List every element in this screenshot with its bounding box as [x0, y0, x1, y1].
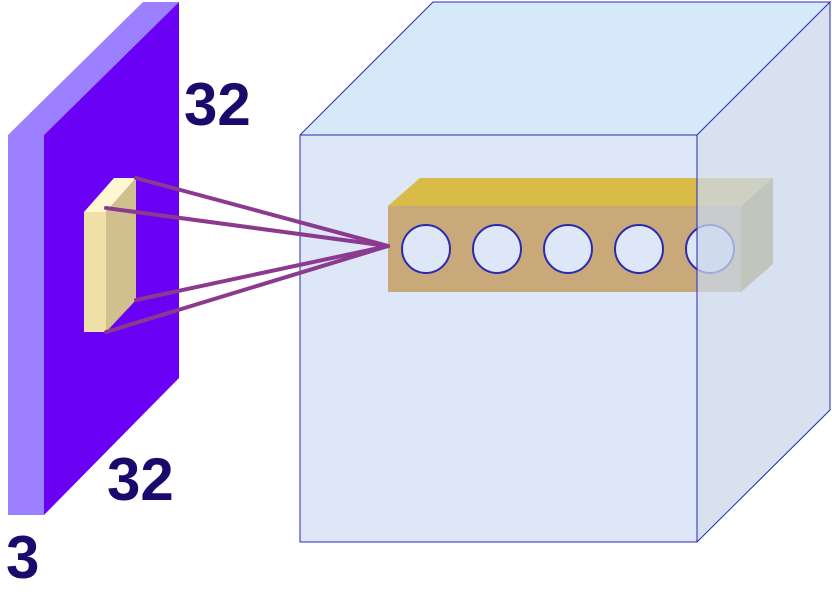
connection-line-bottom-front: [104, 244, 390, 334]
input-height-label: 32: [184, 71, 251, 138]
output-volume-top-face: [300, 2, 830, 135]
neuron-4: [614, 224, 664, 274]
connection-lines: [104, 176, 390, 334]
cube-edge-top: [299, 1, 832, 136]
input-volume: [8, 2, 179, 515]
output-volume-edges: [299, 1, 832, 543]
neuron-1: [401, 224, 451, 274]
connection-line-bottom-back: [134, 244, 390, 302]
filter-top-face: [84, 178, 136, 212]
output-volume-side-face: [697, 2, 830, 542]
column-top-face: [388, 178, 773, 206]
input-width-label: 32: [107, 446, 174, 513]
connection-line-top-front: [104, 206, 390, 248]
input-volume-side-face: [8, 135, 44, 515]
connection-line-top-back: [134, 176, 390, 248]
neuron-2: [472, 224, 522, 274]
filter-side-face: [106, 178, 136, 332]
filter-front-face: [84, 212, 106, 332]
receptive-field-block: [84, 178, 136, 332]
input-volume-top-face: [8, 2, 179, 135]
input-depth-label: 3: [6, 524, 39, 591]
neuron-3: [543, 224, 593, 274]
cube-edge-right: [696, 2, 831, 543]
